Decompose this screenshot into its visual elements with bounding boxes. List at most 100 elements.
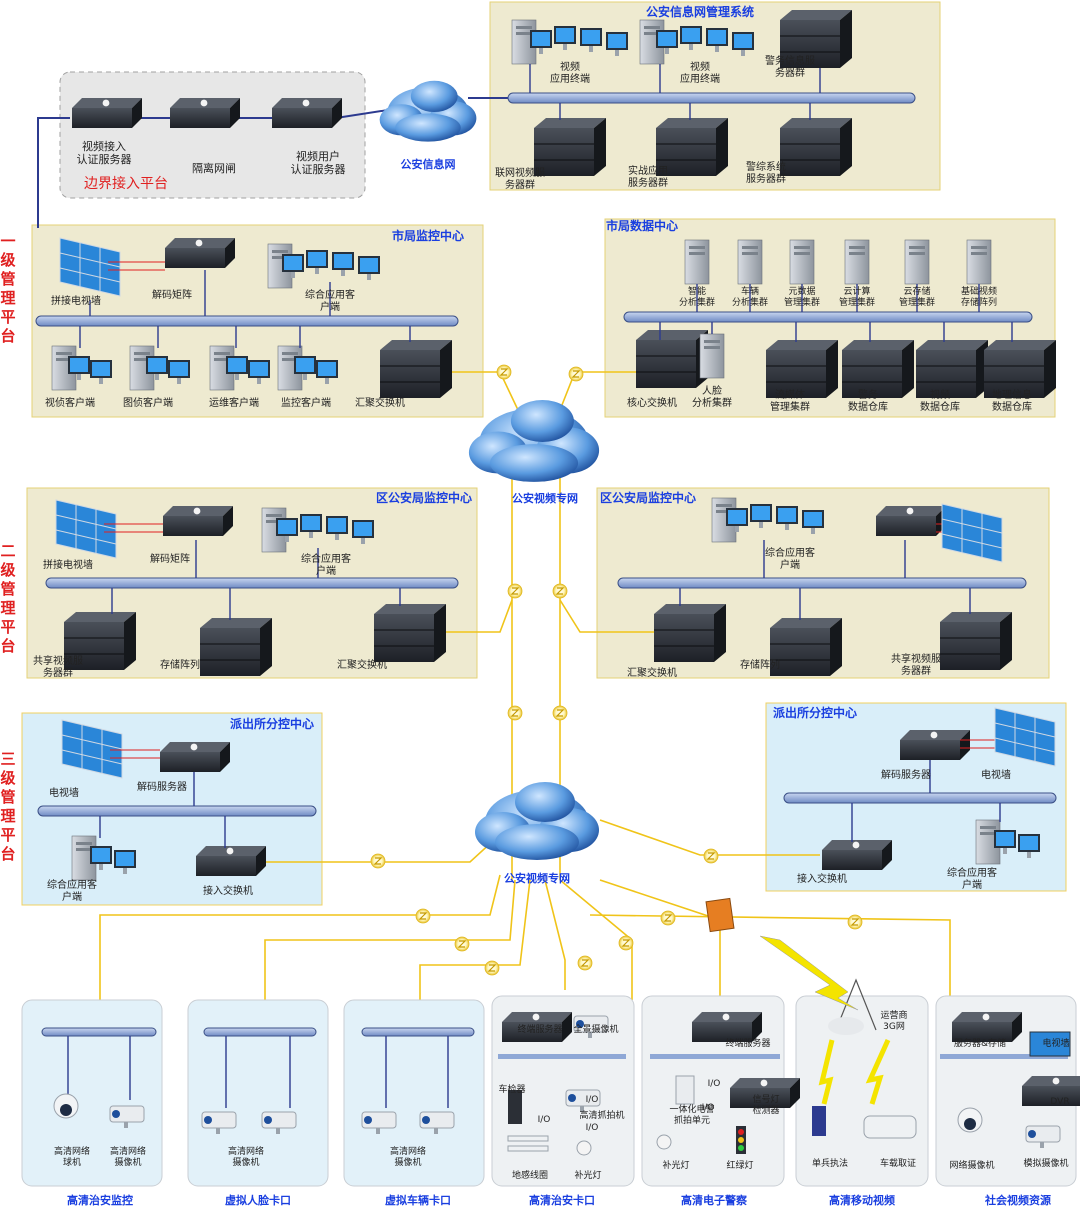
tier-char: 台 bbox=[0, 637, 15, 655]
front-item-label: 高清网络摄像机 bbox=[228, 1145, 264, 1168]
front-panel-title: 高清治安监控 bbox=[67, 1193, 133, 1207]
front-item-label: I/O bbox=[538, 1115, 551, 1125]
video-access-auth-server bbox=[72, 98, 142, 128]
city-monitor-devices bbox=[51, 237, 453, 399]
station-left-label: 解码服务器 bbox=[137, 780, 187, 793]
front-item-label: 地感线圈 bbox=[512, 1169, 548, 1181]
tier-char: 三 bbox=[0, 750, 15, 768]
front-item-label: 高清抓拍机 bbox=[579, 1109, 624, 1121]
border-device-label: 隔离网闸 bbox=[192, 161, 236, 175]
isolation-gateway bbox=[170, 98, 240, 128]
station-left-devices bbox=[61, 719, 266, 881]
border-title: 边界接入平台 bbox=[84, 175, 168, 192]
front-item-label: 终端服务器 bbox=[725, 1037, 770, 1049]
city-data-top-label: 基础视频存储阵列 bbox=[961, 285, 997, 308]
district-right-bottom-label: 共享视频服务器群 bbox=[891, 652, 941, 677]
info-bottom-label: 联网视频服务器群 bbox=[495, 166, 545, 191]
city-monitor-top-label: 拼接电视墙 bbox=[51, 294, 101, 307]
front-item-label: 红绿灯 bbox=[726, 1159, 753, 1171]
district-left-devices bbox=[55, 499, 447, 677]
tier-char: 平 bbox=[0, 618, 15, 636]
info-top-label: 警务信息服务器群 bbox=[765, 54, 815, 79]
front-panels bbox=[21, 995, 1077, 1187]
district-left-bottom-label: 存储阵列 bbox=[160, 658, 200, 671]
city-data-title: 市局数据中心 bbox=[606, 218, 678, 233]
cloud-mid-label: 公安视频专网 bbox=[512, 491, 578, 505]
tier-char: 级 bbox=[0, 769, 16, 787]
city-monitor-title: 市局监控中心 bbox=[392, 228, 464, 243]
station-right-label: 接入交换机 bbox=[797, 872, 847, 885]
tier-char: 平 bbox=[0, 826, 15, 844]
station-left-label: 综合应用客户端 bbox=[47, 878, 97, 903]
tier-char: 管 bbox=[0, 788, 15, 806]
info-system-devices bbox=[511, 9, 853, 177]
city-monitor-bottom-label: 汇聚交换机 bbox=[355, 396, 405, 409]
city-monitor-bottom-label: 图侦客户端 bbox=[123, 396, 173, 409]
city-data-bottom-label: 流媒体管理集群 bbox=[770, 388, 810, 413]
border-device-label: 视频接入认证服务器 bbox=[77, 139, 132, 166]
city-data-bottom-label: 核心交换机 bbox=[627, 396, 677, 409]
front-labels: 高清治安监控 虚拟人脸卡口 虚拟车辆卡口 高清治安卡口 高清电子警察 高清移动视频 社会视频… bbox=[54, 1009, 1070, 1207]
station-left-title: 派出所分控中心 bbox=[230, 716, 314, 731]
city-data-top-label: 智能分析集群 bbox=[679, 285, 715, 308]
buses bbox=[35, 92, 1057, 817]
front-item-label: DVR bbox=[1050, 1097, 1069, 1107]
tier-char: 平 bbox=[0, 308, 15, 326]
info-top-label: 视频应用终端 bbox=[550, 60, 590, 85]
city-data-devices bbox=[635, 239, 1057, 399]
city-data-top-label: 云存储管理集群 bbox=[899, 285, 935, 308]
front-devices bbox=[41, 897, 1080, 1156]
cloud-info-label: 公安信息网 bbox=[401, 157, 456, 171]
city-monitor-top-label: 综合应用客户端 bbox=[305, 288, 355, 313]
front-panel bbox=[343, 999, 485, 1187]
city-monitor-bottom-label: 监控客户端 bbox=[281, 396, 331, 409]
city-data-bottom-label: 地理信息数据仓库 bbox=[992, 388, 1032, 413]
front-panel bbox=[187, 999, 329, 1187]
station-right-labels: 解码服务器电视墙接入交换机综合应用客户端 bbox=[797, 768, 1011, 891]
city-monitor-top-label: 解码矩阵 bbox=[152, 288, 192, 301]
district-right-top-label: 综合应用客户端 bbox=[765, 546, 815, 571]
district-left-top-label: 综合应用客户端 bbox=[301, 552, 351, 577]
tier-char: 理 bbox=[0, 289, 15, 307]
city-data-labels: 智能分析集群车辆分析集群元数据管理集群云计算管理集群云存储管理集群基础视频存储阵… bbox=[627, 285, 1032, 413]
district-right-bottom-label: 存储阵列 bbox=[740, 658, 780, 671]
city-data-top-label: 元数据管理集群 bbox=[784, 285, 820, 308]
city-data-top-label: 云计算管理集群 bbox=[839, 285, 875, 308]
front-item-label: 电视墙 bbox=[1042, 1037, 1069, 1049]
cloud-video-network-low bbox=[475, 782, 599, 860]
front-panel-title: 高清电子警察 bbox=[681, 1193, 748, 1207]
front-item-label: I/O bbox=[586, 1095, 599, 1105]
front-panel-title: 高清移动视频 bbox=[829, 1193, 895, 1207]
front-item-label: 高清网络球机 bbox=[54, 1145, 90, 1168]
front-item-label: I/O bbox=[708, 1079, 721, 1089]
district-left-top-label: 解码矩阵 bbox=[150, 552, 190, 565]
front-item-label: 全景摄像机 bbox=[573, 1023, 618, 1035]
front-item-label: 单兵执法 bbox=[812, 1157, 848, 1169]
info-bottom-label: 警综系统服务器群 bbox=[746, 160, 786, 185]
video-user-auth-server bbox=[272, 98, 342, 128]
tier-char: 台 bbox=[0, 845, 15, 863]
station-left-label: 电视墙 bbox=[49, 786, 79, 799]
front-panel-title: 社会视频资源 bbox=[984, 1193, 1051, 1207]
front-item-label: 补光灯 bbox=[574, 1169, 601, 1181]
info-system-labels: 视频应用终端视频应用终端警务信息服务器群联网视频服务器群实战应用服务器群警综系统… bbox=[495, 54, 815, 191]
cloud-low-label: 公安视频专网 bbox=[504, 871, 570, 885]
front-panel-title: 高清治安卡口 bbox=[529, 1193, 595, 1207]
tier-char: 一 bbox=[0, 232, 15, 250]
tier-char: 台 bbox=[0, 327, 15, 345]
front-item-label: 模拟摄像机 bbox=[1023, 1157, 1068, 1169]
station-left-label: 接入交换机 bbox=[203, 884, 253, 897]
district-right-devices bbox=[653, 497, 1013, 677]
city-monitor-labels: 拼接电视墙解码矩阵综合应用客户端视侦客户端图侦客户端运维客户端监控客户端汇聚交换… bbox=[45, 288, 405, 409]
front-item-label: 补光灯 bbox=[662, 1159, 689, 1171]
front-item-label: 终端服务器 bbox=[517, 1023, 562, 1035]
front-panel-title: 虚拟人脸卡口 bbox=[225, 1193, 291, 1207]
front-panel-title: 虚拟车辆卡口 bbox=[385, 1193, 451, 1207]
front-item-label: 高清网络摄像机 bbox=[390, 1145, 426, 1168]
